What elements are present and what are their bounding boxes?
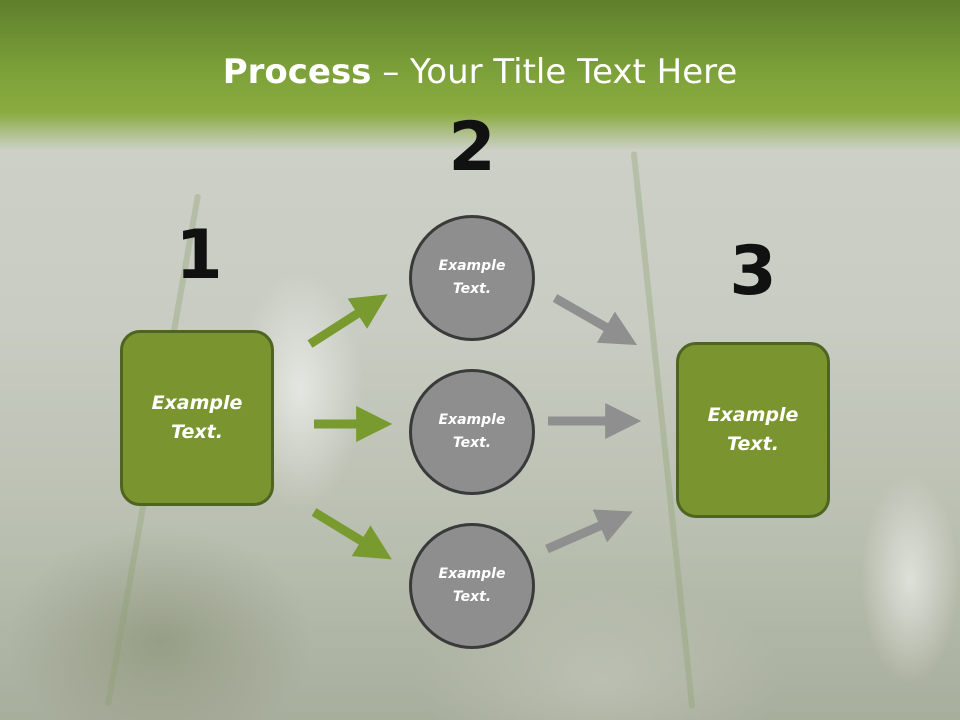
process-circle-1: Example Text. [409,215,535,341]
arrow-from-circle-1 [552,294,638,346]
step-number-2: 2 [448,108,496,187]
process-circle-2: Example Text. [409,369,535,495]
arrow-to-circle-3 [311,508,392,560]
process-circle-3: Example Text. [409,523,535,649]
title-bar [0,0,960,150]
process-circle-2-label: Example Text. [438,412,506,451]
title-rest: – Your Title Text Here [371,52,738,92]
slide-title: Process – Your Title Text Here [0,52,960,92]
step-number-1: 1 [175,216,223,295]
process-circle-1-label: Example Text. [438,258,506,297]
step-box-3: Example Text. [676,342,830,518]
step-box-3-label: Example Text. [707,404,799,455]
arrow-to-circle-1 [307,294,388,348]
step-box-1-label: Example Text. [151,392,243,443]
process-circle-3-label: Example Text. [438,566,506,605]
arrow-from-circle-3 [545,509,633,554]
title-bold: Process [222,52,372,92]
step-number-3: 3 [729,232,777,311]
step-box-1: Example Text. [120,330,274,506]
